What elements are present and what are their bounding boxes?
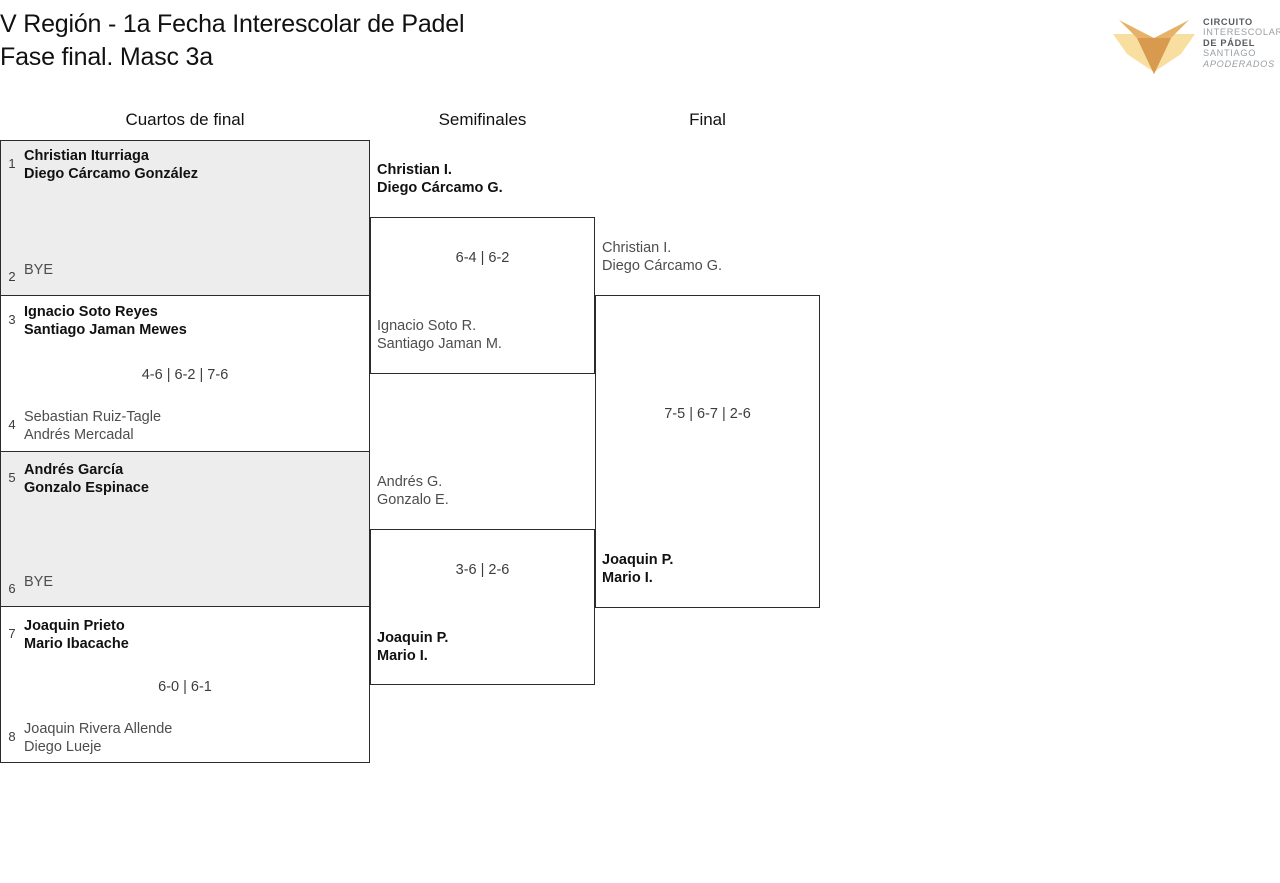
score-quarterfinal-2: 4-6 | 6-2 | 7-6 — [141, 367, 229, 383]
team-player-2: Andrés Mercadal — [24, 427, 134, 443]
team-player-1: Sebastian Ruiz-Tagle — [24, 409, 162, 425]
team-player-1: Ignacio Soto Reyes — [24, 304, 158, 320]
round-heading-quarterfinals: Cuartos de final — [125, 110, 245, 129]
seed-number-7: 7 — [8, 626, 16, 641]
circuito-logo: CIRCUITO INTERESCOLAR DE PÁDEL SANTIAGO … — [1113, 10, 1280, 82]
team-player-1: Joaquin P. — [602, 552, 674, 568]
quarterfinal-match-box-3[interactable] — [0, 451, 370, 607]
page-title: V Región - 1a Fecha Interescolar de Pade… — [0, 8, 900, 74]
logo-wordmark: CIRCUITO INTERESCOLAR DE PÁDEL SANTIAGO … — [1203, 17, 1280, 69]
page-title-line-1: V Región - 1a Fecha Interescolar de Pade… — [0, 10, 465, 38]
bracket-slot-seed-2[interactable]: 2 BYE — [0, 260, 370, 284]
seed-number-6: 6 — [8, 581, 16, 596]
seed-number-4: 4 — [8, 417, 16, 432]
semifinal-1-top-team[interactable]: Christian I. Diego Cárcamo G. — [377, 161, 503, 197]
team-player-1: Ignacio Soto R. — [377, 318, 477, 334]
team-names-seed-1: Christian Iturriaga Diego Cárcamo Gonzál… — [24, 147, 198, 183]
team-names-seed-3: Ignacio Soto Reyes Santiago Jaman Mewes — [24, 303, 187, 339]
round-heading-final: Final — [689, 110, 726, 129]
seed-number-1: 1 — [8, 156, 16, 171]
team-player-2: Mario I. — [602, 570, 653, 586]
round-heading-semifinals: Semifinales — [438, 110, 527, 129]
seed-number-8: 8 — [8, 729, 16, 744]
page-title-line-2: Fase final. Masc 3a — [0, 43, 213, 71]
team-player-1: Christian Iturriaga — [24, 148, 149, 164]
team-player-2: Santiago Jaman Mewes — [24, 322, 187, 338]
score-quarterfinal-4: 6-0 | 6-1 — [158, 679, 212, 695]
logo-line-3: DE PÁDEL — [1203, 37, 1256, 48]
bracket-slot-seed-8[interactable]: 8 Joaquin Rivera Allende Diego Lueje — [0, 720, 370, 756]
final-match-box[interactable] — [595, 295, 820, 608]
team-player-2: Diego Lueje — [24, 739, 102, 755]
team-player-2: Mario I. — [377, 648, 428, 664]
logo-line-5: APODERADOS — [1203, 58, 1275, 69]
team-player-2: Mario Ibacache — [24, 636, 129, 652]
team-player-1: Joaquin Rivera Allende — [24, 721, 173, 737]
team-player-1: Andrés García — [24, 462, 124, 478]
team-player-2: Diego Cárcamo G. — [602, 258, 723, 274]
final-bottom-team-champion[interactable]: Joaquin P. Mario I. — [602, 551, 673, 587]
team-player-1: Joaquin P. — [377, 630, 449, 646]
logo-line-1: CIRCUITO — [1203, 17, 1253, 27]
semifinal-match-box-2[interactable] — [370, 529, 595, 685]
team-names-seed-8: Joaquin Rivera Allende Diego Lueje — [24, 720, 172, 756]
bracket-slot-seed-6[interactable]: 6 BYE — [0, 572, 370, 596]
bracket-slot-seed-3[interactable]: 3 Ignacio Soto Reyes Santiago Jaman Mewe… — [0, 303, 370, 339]
team-player-1: Christian I. — [602, 240, 672, 256]
quarterfinal-match-box-4[interactable] — [0, 606, 370, 763]
semifinal-2-bottom-team[interactable]: Joaquin P. Mario I. — [377, 629, 448, 665]
team-player-1: Andrés G. — [377, 474, 443, 490]
seed-number-5: 5 — [8, 470, 16, 485]
logo-line-2: INTERESCOLAR — [1203, 27, 1280, 38]
semifinal-2-top-team[interactable]: Andrés G. Gonzalo E. — [377, 473, 449, 509]
semifinal-1-bottom-team[interactable]: Ignacio Soto R. Santiago Jaman M. — [377, 317, 502, 353]
team-names-seed-6: BYE — [24, 574, 54, 590]
bracket-slot-seed-1[interactable]: 1 Christian Iturriaga Diego Cárcamo Gonz… — [0, 147, 370, 183]
team-player-1: Joaquin Prieto — [24, 618, 125, 634]
logo-line-4: SANTIAGO — [1203, 48, 1257, 59]
bracket-slot-seed-4[interactable]: 4 Sebastian Ruiz-Tagle Andrés Mercadal — [0, 408, 370, 444]
bracket-slot-seed-5[interactable]: 5 Andrés García Gonzalo Espinace — [0, 461, 370, 497]
score-final: 7-5 | 6-7 | 2-6 — [664, 406, 751, 422]
logo-chevron-icon — [1113, 20, 1195, 74]
team-player-2: Diego Cárcamo G. — [377, 180, 503, 196]
score-semifinal-2: 3-6 | 2-6 — [455, 562, 510, 578]
seed-number-2: 2 — [8, 269, 16, 284]
semifinal-match-box-1[interactable] — [370, 217, 595, 374]
bracket-slot-seed-7[interactable]: 7 Joaquin Prieto Mario Ibacache — [0, 617, 370, 653]
team-player-2: Diego Cárcamo González — [24, 166, 199, 182]
team-names-seed-2: BYE — [24, 262, 54, 278]
team-names-seed-7: Joaquin Prieto Mario Ibacache — [24, 617, 129, 653]
team-names-seed-4: Sebastian Ruiz-Tagle Andrés Mercadal — [24, 408, 161, 444]
team-player-2: Gonzalo E. — [377, 492, 449, 508]
quarterfinal-match-box-1[interactable] — [0, 140, 370, 296]
final-top-team[interactable]: Christian I. Diego Cárcamo G. — [602, 239, 722, 275]
seed-number-3: 3 — [8, 312, 16, 327]
team-names-seed-5: Andrés García Gonzalo Espinace — [24, 461, 149, 497]
team-player-2: Gonzalo Espinace — [24, 480, 149, 496]
score-semifinal-1: 6-4 | 6-2 — [455, 250, 510, 266]
team-player-1: Christian I. — [377, 162, 452, 178]
team-player-2: Santiago Jaman M. — [377, 336, 502, 352]
